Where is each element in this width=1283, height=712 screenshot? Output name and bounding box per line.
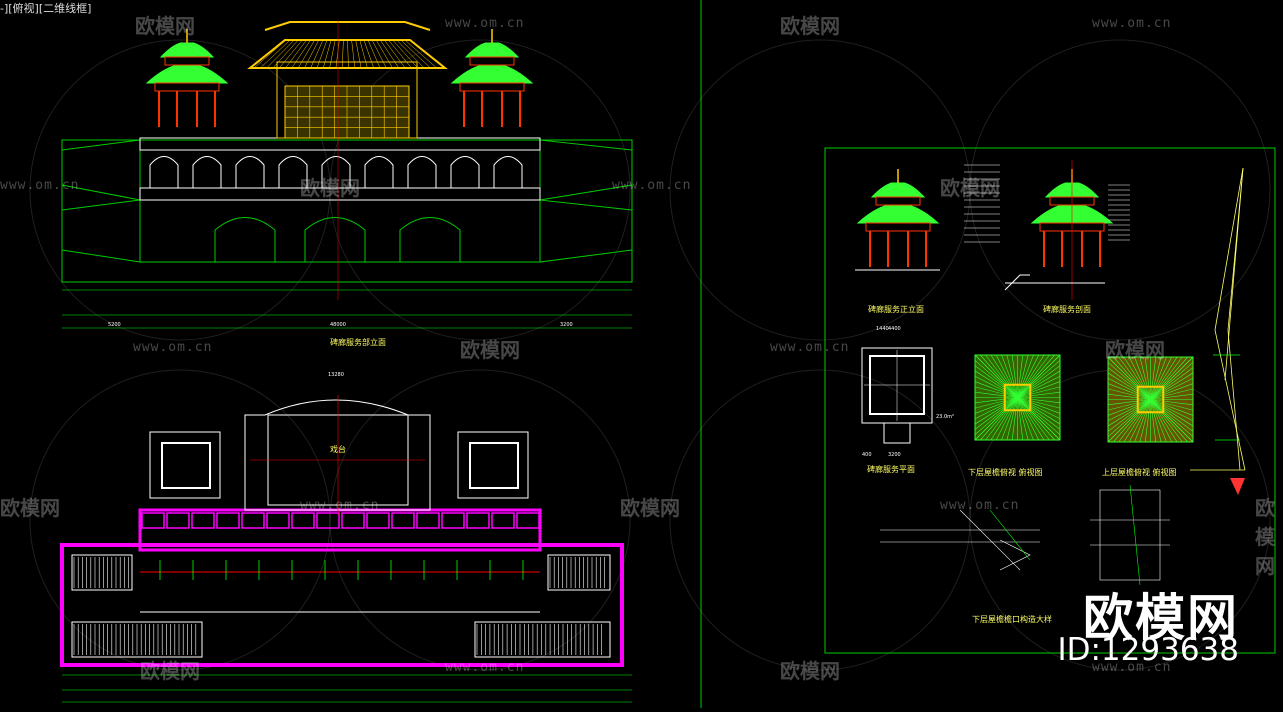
watermark-url: www.om.cn — [1092, 16, 1172, 31]
watermark-url: www.om.cn — [133, 340, 213, 355]
watermark-brand: 欧模网 — [135, 14, 195, 38]
base-dimension: 400 — [862, 452, 872, 458]
watermark-url: www.om.cn — [1092, 660, 1172, 675]
overall-dimension: 48000 — [330, 322, 346, 328]
watermark-brand: 欧模网 — [1105, 338, 1165, 362]
detail-sheet-frame — [824, 147, 1276, 654]
right-pavilion — [450, 29, 534, 127]
watermark-brand: 欧模网 — [0, 496, 60, 520]
upper-roof-title: 上层屋檐俯视 俯视图 — [1102, 467, 1177, 477]
watermark-brand: 欧模网 — [1255, 496, 1275, 578]
watermark-url: www.om.cn — [445, 660, 525, 675]
watermark-brand: 欧模网 — [620, 496, 680, 520]
side-dimension: 1440 — [876, 326, 889, 332]
watermark-brand: 欧模网 — [300, 176, 360, 200]
watermark-url: www.om.cn — [445, 16, 525, 31]
front-elevation-title: 碑廊服务部立面 — [330, 337, 386, 347]
left-pavilion — [145, 29, 229, 127]
brand-logo-text: 欧模网 — [1083, 589, 1239, 647]
watermark-brand: 欧模网 — [780, 659, 840, 683]
watermark-brand: 欧模网 — [140, 659, 200, 683]
watermark-circles — [29, 39, 1271, 671]
eave-detail-title: 下层屋檐檐口构造大样 — [972, 614, 1052, 624]
upper-roof-plan — [1107, 356, 1194, 443]
pavilion-elevation-title: 碑廊服务正立面 — [868, 304, 924, 314]
pavilion-section-title: 碑廊服务剖面 — [1043, 304, 1091, 314]
stage-label: 戏台 — [330, 444, 346, 454]
lower-roof-plan — [974, 354, 1061, 441]
watermark-url: www.om.cn — [612, 178, 692, 193]
model-id: ID:1293638 — [1057, 632, 1239, 668]
front-elevation: 碑廊服务部立面 48000 5200 3200 — [61, 20, 633, 347]
watermark-url: www.om.cn — [0, 178, 80, 193]
watermark-url: www.om.cn — [770, 340, 850, 355]
watermark-brand: 欧模网 — [460, 338, 520, 362]
viewport-label[interactable]: -][俯视][二维线框] — [0, 2, 92, 15]
left-span-dimension: 5200 — [108, 322, 121, 328]
watermark-url: www.om.cn — [300, 498, 380, 513]
plan-dimension: 4400 — [888, 326, 901, 332]
elevation-outline — [61, 139, 633, 283]
lower-roof-title: 下层屋檐俯视 俯视图 — [968, 467, 1043, 477]
pavilion-plan-title: 碑廊服务平面 — [867, 464, 915, 474]
ground-plan: 戏台 13280 — [60, 372, 632, 703]
watermark-url: www.om.cn — [940, 498, 1020, 513]
plan-outline — [60, 543, 624, 667]
watermark-brand: 欧模网 — [940, 176, 1000, 200]
base-mid-dimension: 3200 — [888, 452, 901, 458]
area-label: 23.0m² — [936, 414, 954, 420]
pavilion-details: 碑廊服务正立面 碑廊服务剖面 1440 4400 400 3200 23.0m²… — [855, 160, 1246, 624]
right-span-dimension: 3200 — [560, 322, 573, 328]
watermark-brand: 欧模网 — [780, 14, 840, 38]
stage-width-dimension: 13280 — [328, 372, 344, 378]
